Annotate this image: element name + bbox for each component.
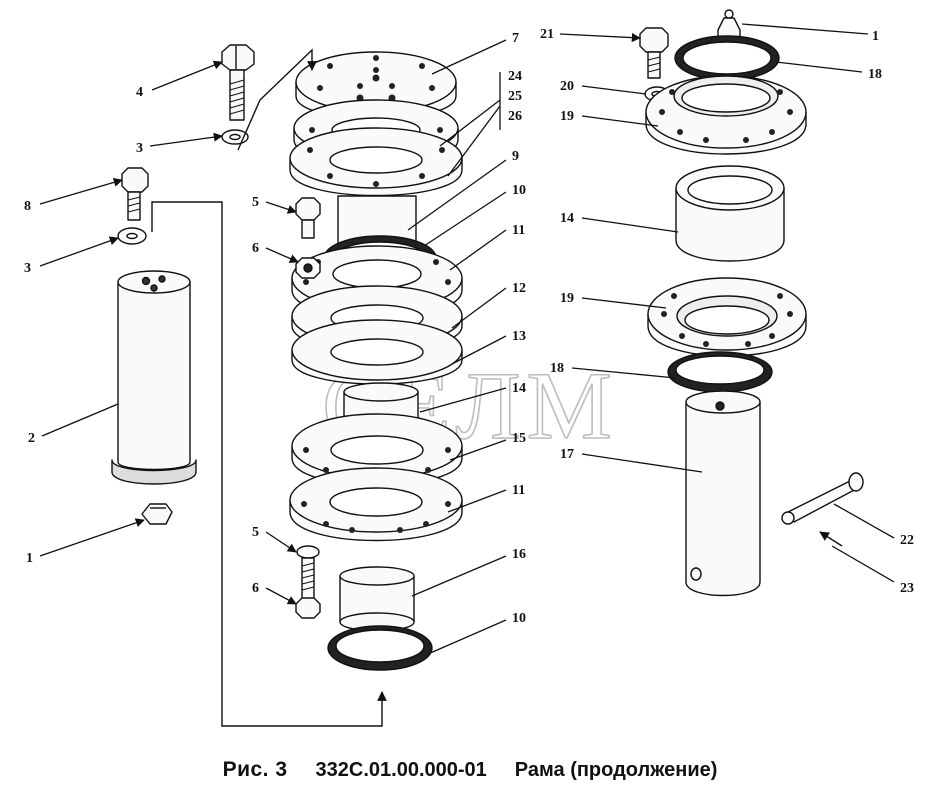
- pin-2: [111, 270, 197, 485]
- callout-21: 21: [540, 27, 554, 42]
- washer-3-lower: [117, 227, 147, 245]
- callout-13: 13: [512, 329, 526, 344]
- callout-4: 4: [136, 85, 143, 100]
- callout-2: 2: [28, 431, 35, 446]
- bushing-16: [339, 566, 415, 632]
- callout-20: 20: [560, 79, 574, 94]
- bushing-14-right: [675, 165, 785, 262]
- callout-6-lower: 6: [252, 581, 259, 596]
- nut-6-lower: [295, 597, 321, 619]
- gasket-13: [291, 319, 463, 385]
- figure-label: Рис. 3: [222, 758, 288, 781]
- callout-19-top: 19: [560, 109, 574, 124]
- figure-caption: Рис. 3 332С.01.00.000-01 Рама (продолжен…: [0, 752, 940, 788]
- seal-18-top: [674, 35, 780, 81]
- callout-25: 25: [508, 89, 522, 104]
- callout-15: 15: [512, 431, 526, 446]
- flange-19-top: [645, 75, 807, 155]
- callout-11-lower: 11: [512, 483, 525, 498]
- seal-18-lower: [667, 351, 773, 393]
- callout-26: 26: [508, 109, 522, 124]
- callout-18-top: 18: [868, 67, 882, 82]
- flange-19-lower: [647, 277, 807, 357]
- callout-5-lower: 5: [252, 525, 259, 540]
- callout-12: 12: [512, 281, 526, 296]
- bolt-5-lower: [296, 545, 320, 603]
- callout-19-lower: 19: [560, 291, 574, 306]
- callout-1-right: 1: [872, 29, 879, 44]
- callout-14-right: 14: [560, 211, 574, 226]
- caption-title: Рама (продолжение): [514, 758, 718, 781]
- callout-14-center: 14: [512, 381, 526, 396]
- callout-18-lower: 18: [550, 361, 564, 376]
- callout-17: 17: [560, 447, 574, 462]
- callout-9: 9: [512, 149, 519, 164]
- bolt-21: [639, 27, 669, 79]
- callout-11-top: 11: [512, 223, 525, 238]
- callout-3-lower: 3: [24, 261, 31, 276]
- bolt-8: [121, 167, 149, 221]
- nut-6-upper: [295, 257, 321, 279]
- chain-line: [151, 48, 843, 727]
- grease-fitting-1-left: [141, 503, 173, 525]
- callout-8: 8: [24, 199, 31, 214]
- bolt-4: [221, 44, 255, 121]
- part-number: 332С.01.00.000-01: [315, 758, 487, 781]
- callout-1-left: 1: [26, 551, 33, 566]
- callout-24: 24: [508, 69, 522, 84]
- callout-22: 22: [900, 533, 914, 548]
- callout-labels: 7 24 25 26 9 10 11 12 13 14 15 11 16 10 …: [24, 27, 914, 626]
- callout-16: 16: [512, 547, 526, 562]
- flange-11-lower: [289, 467, 463, 542]
- pin-17: [685, 390, 761, 597]
- callout-3-top: 3: [136, 141, 143, 156]
- gaskets-24-26: [289, 99, 463, 197]
- callout-5-upper: 5: [252, 195, 259, 210]
- pin-22: [781, 472, 864, 525]
- seal-10-bottom: [327, 625, 433, 671]
- callout-23: 23: [900, 581, 914, 596]
- callout-10-bottom: 10: [512, 611, 526, 626]
- callout-6-upper: 6: [252, 241, 259, 256]
- bolt-5-upper: [295, 197, 321, 239]
- callout-10-top: 10: [512, 183, 526, 198]
- callout-7: 7: [512, 31, 519, 46]
- leader-lines: [39, 23, 895, 655]
- exploded-assembly-drawing: СЕЛМ: [24, 9, 914, 727]
